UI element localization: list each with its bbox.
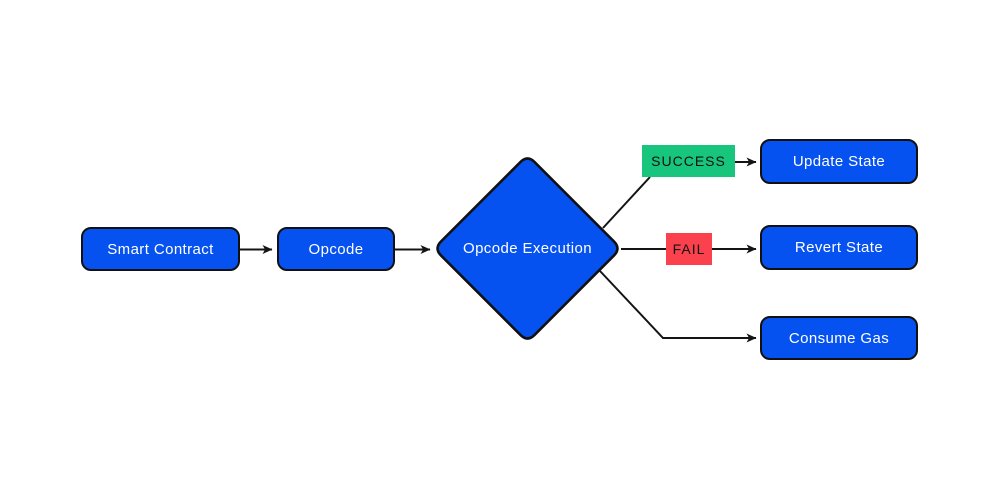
node-opcode-execution-label: Opcode Execution xyxy=(463,240,592,257)
node-opcode-label: Opcode xyxy=(308,240,364,258)
node-revert-state: Revert State xyxy=(760,225,918,270)
node-smart-contract: Smart Contract xyxy=(81,227,240,271)
node-consume-gas: Consume Gas xyxy=(760,316,918,360)
node-opcode-execution-shape xyxy=(436,157,619,340)
edge-label-fail: FAIL xyxy=(666,233,712,265)
node-update-state-label: Update State xyxy=(792,153,886,170)
node-consume-gas-label: Consume Gas xyxy=(788,329,890,347)
edge-label-success: SUCCESS xyxy=(642,145,735,177)
node-smart-contract-label: Smart Contract xyxy=(107,240,214,258)
node-opcode: Opcode xyxy=(277,227,395,271)
edge-execution-success xyxy=(602,176,651,229)
node-revert-state-label: Revert State xyxy=(794,239,884,256)
node-update-state: Update State xyxy=(760,139,918,184)
edge-execution-consumegas xyxy=(599,270,757,343)
